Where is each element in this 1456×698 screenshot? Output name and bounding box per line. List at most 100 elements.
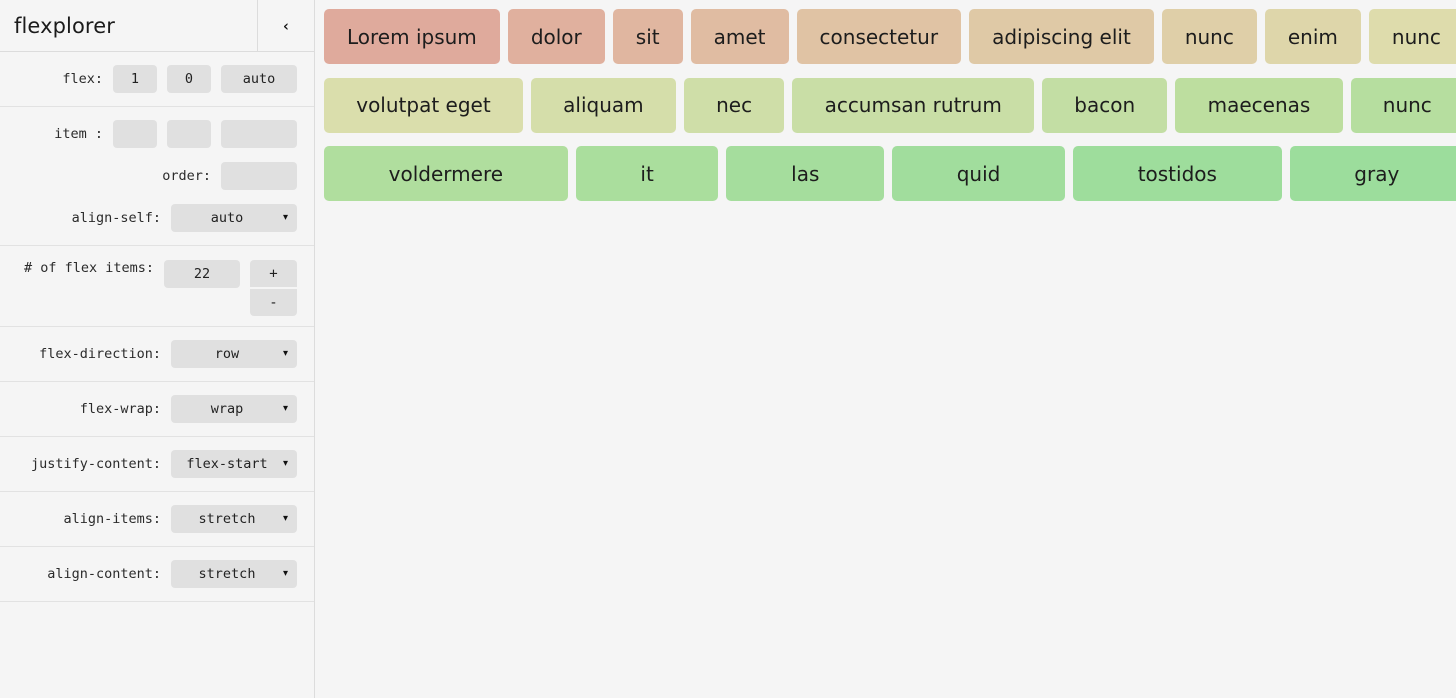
align-items-select-wrap: stretchflex-startflex-endcenterbaseline▾ — [171, 505, 297, 533]
flex-item-label: bacon — [1074, 93, 1136, 118]
flex-item[interactable]: amet — [690, 9, 789, 64]
flex-item[interactable]: tostidos — [1073, 146, 1282, 202]
flex-item[interactable]: enim — [1264, 9, 1361, 64]
justify-content-select[interactable]: flex-startflex-endcenterspace-betweenspa… — [171, 450, 297, 478]
flex-item[interactable]: nec — [683, 77, 785, 133]
flex-item-label: nec — [716, 93, 753, 118]
flex-item[interactable]: sit — [612, 9, 683, 64]
flex-item[interactable]: nunc — [1368, 9, 1456, 64]
flex-direction-select[interactable]: rowrow-reversecolumncolumn-reverse — [171, 340, 297, 368]
flex-wrap-select[interactable]: nowrapwrapwrap-reverse — [171, 395, 297, 423]
flex-item-label: adipiscing elit — [992, 24, 1131, 49]
flex-item[interactable]: adipiscing elit — [969, 9, 1154, 64]
control-row-flex-shorthand: flex: — [0, 62, 297, 96]
item-properties-input-1[interactable] — [167, 120, 211, 148]
flex-item-label: sit — [635, 24, 660, 49]
control-row-align-items: align-items: stretchflex-startflex-endcen… — [0, 502, 297, 536]
flex-item-label: quid — [956, 161, 1001, 186]
control-label: align-content: — [47, 566, 161, 582]
flex-item-label: tostidos — [1137, 161, 1217, 186]
flex-item[interactable]: it — [575, 146, 719, 202]
flex-item[interactable]: Lorem ipsum — [324, 9, 500, 64]
flex-item-label: amet — [713, 24, 766, 49]
sidebar-section-flex-shorthand: flex: — [0, 52, 314, 107]
sidebar-section-flex-wrap: flex-wrap: nowrapwrapwrap-reverse▾ — [0, 382, 314, 437]
flex-item[interactable]: volutpat eget — [324, 77, 523, 133]
flex-item-label: voldermere — [388, 161, 504, 186]
align-content-select-wrap: stretchflex-startflex-endcenterspace-bet… — [171, 560, 297, 588]
item-properties-input-2[interactable] — [221, 120, 297, 148]
control-row-item-properties: order: — [0, 159, 297, 193]
sidebar-section-item-count: # of flex items: +- — [0, 246, 314, 327]
flex-item[interactable]: nunc — [1161, 9, 1257, 64]
flex-item[interactable]: accumsan rutrum — [792, 77, 1035, 133]
flex-item-label: maecenas — [1207, 93, 1311, 118]
control-row-item-properties: align-self: autoflex-startflex-endcenterb… — [0, 201, 297, 235]
sidebar-section-align-content: align-content: stretchflex-startflex-endc… — [0, 547, 314, 602]
control-row-item-properties: item : — [0, 117, 297, 151]
flex-shorthand-input-1[interactable] — [167, 65, 211, 93]
control-row-flex-direction: flex-direction: rowrow-reversecolumncolum… — [0, 337, 297, 371]
flex-item[interactable]: voldermere — [324, 146, 568, 202]
flex-item[interactable]: las — [726, 146, 885, 202]
flex-item[interactable]: maecenas — [1175, 77, 1343, 133]
control-row-justify-content: justify-content: flex-startflex-endcenter… — [0, 447, 297, 481]
align-items-select[interactable]: stretchflex-startflex-endcenterbaseline — [171, 505, 297, 533]
flex-item-label: Lorem ipsum — [347, 24, 477, 49]
control-label: flex-wrap: — [79, 401, 161, 417]
flex-item-count-input[interactable] — [164, 260, 240, 288]
sidebar-section-justify-content: justify-content: flex-startflex-endcenter… — [0, 437, 314, 492]
flex-item-label: volutpat eget — [356, 93, 491, 118]
flex-item-label: nunc — [1184, 24, 1234, 49]
control-label: align-items: — [63, 511, 161, 527]
control-row-align-content: align-content: stretchflex-startflex-endc… — [0, 557, 297, 591]
flex-item[interactable]: nunc — [1350, 77, 1456, 133]
decrement-items-button[interactable]: - — [250, 289, 297, 316]
control-label: align-self: — [71, 210, 161, 226]
controls-sidebar: flexplorer ‹ flex: item : order: align-self… — [0, 0, 315, 698]
flex-item[interactable]: consectetur — [796, 9, 962, 64]
flex-shorthand-input-2[interactable] — [221, 65, 297, 93]
flex-item-label: dolor — [530, 24, 582, 49]
flex-item-label: gray — [1354, 161, 1400, 186]
flex-item-label: las — [791, 161, 820, 186]
flex-direction-select-wrap: rowrow-reversecolumncolumn-reverse▾ — [171, 340, 297, 368]
flex-shorthand-input-0[interactable] — [113, 65, 157, 93]
sidebar-section-flex-direction: flex-direction: rowrow-reversecolumncolum… — [0, 327, 314, 382]
flex-canvas: Lorem ipsum dolor sit amet consectetur adipis… — [315, 0, 1456, 698]
sidebar-sections: flex: item : order: align-self: autoflex-sta… — [0, 52, 314, 602]
align-content-select[interactable]: stretchflex-startflex-endcenterspace-bet… — [171, 560, 297, 588]
item-properties-select[interactable]: autoflex-startflex-endcenterbaselinestre… — [171, 204, 297, 232]
sidebar-section-item-properties: item : order: align-self: autoflex-startfle… — [0, 107, 314, 246]
app-title: flexplorer — [14, 13, 115, 38]
flex-item[interactable]: aliquam — [530, 77, 676, 133]
flex-item[interactable]: gray — [1289, 146, 1456, 202]
control-row-flex-wrap: flex-wrap: nowrapwrapwrap-reverse▾ — [0, 392, 297, 426]
flex-item-label: accumsan rutrum — [824, 93, 1002, 118]
item-properties-select-wrap: autoflex-startflex-endcenterbaselinestre… — [171, 204, 297, 232]
control-label: order: — [162, 168, 211, 184]
flex-item[interactable]: bacon — [1042, 77, 1168, 133]
flex-item-label: aliquam — [563, 93, 644, 118]
control-label: justify-content: — [30, 456, 161, 472]
flex-item-label: nunc — [1382, 93, 1432, 118]
chevron-left-icon: ‹ — [281, 16, 291, 35]
collapse-sidebar-button[interactable]: ‹ — [257, 0, 314, 51]
item-properties-input-0[interactable] — [113, 120, 157, 148]
flex-item-count-stepper: +- — [250, 260, 297, 316]
control-label: item : — [54, 126, 103, 142]
control-label: flex: — [62, 71, 103, 87]
sidebar-section-align-items: align-items: stretchflex-startflex-endcen… — [0, 492, 314, 547]
flex-item-label: nunc — [1391, 24, 1441, 49]
flex-wrap-select-wrap: nowrapwrapwrap-reverse▾ — [171, 395, 297, 423]
control-row-item-count: # of flex items: +- — [0, 256, 297, 316]
increment-items-button[interactable]: + — [250, 260, 297, 287]
justify-content-select-wrap: flex-startflex-endcenterspace-betweenspa… — [171, 450, 297, 478]
flex-item[interactable]: dolor — [507, 9, 605, 64]
flex-item-label: enim — [1287, 24, 1338, 49]
item-properties-order-input[interactable] — [221, 162, 297, 190]
control-label: flex-direction: — [39, 346, 161, 362]
control-label: # of flex items: — [23, 260, 154, 276]
flex-item[interactable]: quid — [892, 146, 1066, 202]
